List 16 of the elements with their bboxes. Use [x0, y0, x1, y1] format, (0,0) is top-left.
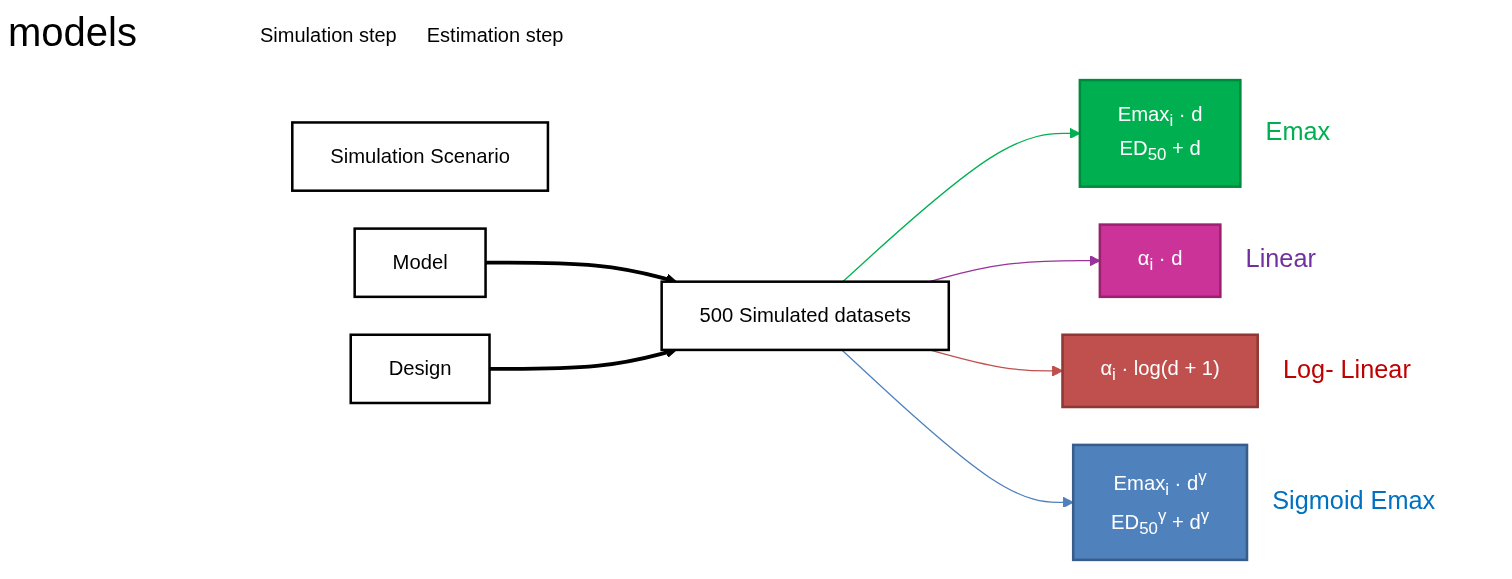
node-box: α$_{i}$ · log(d + 1) [1061, 333, 1259, 409]
node-box: Design [349, 333, 491, 405]
model-name-label: Log- Linear [1283, 354, 1411, 383]
node-box: α$_{i}$ · d [1098, 223, 1222, 299]
arrow [841, 349, 1074, 508]
title: models [8, 10, 137, 55]
node-box: Emax$_{i}$ · d ED$_{50}$ + d [1078, 78, 1242, 188]
node-box: Model [353, 227, 487, 299]
node-box: Emax$_{i}$ · d$^{γ}$ ED$_{50}$$^{γ}$ + d$^{γ}$ [1071, 443, 1249, 562]
model-name-label: Emax [1265, 117, 1331, 146]
note-text: Simulation step [260, 24, 397, 47]
node-box: Simulation Scenario [291, 121, 550, 192]
model-name-label: Linear [1245, 244, 1316, 273]
node-box: 500 Simulated datasets [660, 280, 951, 352]
note-text: Estimation step [426, 24, 564, 47]
model-name-label: Sigmoid Emax [1272, 486, 1436, 515]
